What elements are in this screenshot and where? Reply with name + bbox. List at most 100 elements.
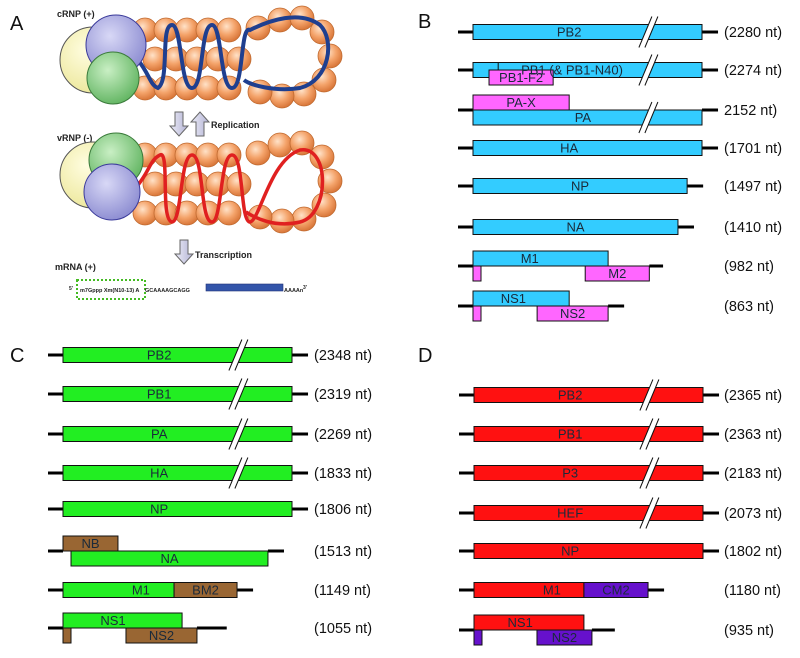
orf-label-m2: M2 — [608, 266, 626, 281]
orf-bar-hef — [473, 505, 704, 521]
replication-label: Replication — [211, 120, 260, 130]
np-bead — [184, 171, 210, 197]
segment-length-label: (2365 nt) — [724, 388, 782, 404]
orf-label-m1: M1 — [521, 251, 539, 266]
pa-subunit-icon — [86, 51, 140, 105]
np-bead — [184, 46, 210, 72]
orf-bar-pb1-f2 — [488, 69, 554, 86]
crnp-label: cRNP (+) — [57, 9, 95, 19]
orf-label-na: NA — [566, 220, 584, 235]
segment-na: NA(1410 nt) — [458, 219, 782, 236]
segment-length-label: (2348 nt) — [314, 348, 372, 364]
orf-label-pa: PA — [151, 427, 168, 442]
segment-length-label: (2363 nt) — [724, 427, 782, 443]
segment-length-label: (1701 nt) — [724, 141, 782, 157]
segment-pb2: PB2 (2365 nt) — [459, 379, 782, 411]
break-gap — [228, 378, 248, 410]
np-bead — [269, 208, 295, 234]
cap-box — [76, 279, 146, 300]
orf-bar-ns2 — [536, 305, 609, 322]
break-mark-icon — [639, 457, 654, 489]
segment-pa: PA(2269 nt) — [48, 418, 372, 450]
orf-label-bm2: BM2 — [192, 583, 219, 598]
orf-label-ns2: NS2 — [560, 306, 585, 321]
np-bead — [216, 17, 242, 43]
mrna-three-prime: 3' — [303, 285, 307, 291]
orf-bar-pb1 — [473, 426, 704, 442]
segment-length-label: (1802 nt) — [724, 544, 782, 560]
break-gap — [228, 339, 248, 371]
orf-label-np: NP — [150, 502, 168, 517]
segment-pb1: PB1 (2363 nt) — [459, 418, 782, 450]
orf-bar-nb — [62, 535, 119, 552]
break-gap — [638, 16, 658, 48]
orf-bar-ns1 — [473, 614, 585, 631]
segment-np: NP(1497 nt) — [458, 178, 782, 195]
mrna-coding-bar — [205, 283, 284, 292]
break-gap — [639, 497, 659, 529]
mrna-five-prime: 5' — [69, 286, 73, 292]
orf-label-pb1-f2: PB1-F2 — [499, 70, 543, 85]
orf-label-ns2: NS2 — [552, 630, 577, 645]
orf-bar-pb2 — [472, 24, 703, 40]
np-bead — [309, 19, 335, 45]
break-mark-icon — [639, 379, 654, 411]
spliced-exon-stub — [473, 629, 483, 646]
np-bead — [267, 132, 293, 158]
orf-bar-pa — [62, 426, 293, 442]
break-mark-icon — [638, 54, 653, 86]
orf-bar-na — [70, 550, 269, 567]
mrna-diagram: mRNA (+) 5' m7Gppp Xm(N10-13) A GCAAAAGC… — [55, 262, 307, 300]
break-gap — [639, 379, 659, 411]
segment-m: M2 M1 (982 nt) — [458, 250, 774, 282]
segment-length-label: (2280 nt) — [724, 25, 782, 41]
orf-label-nb: NB — [81, 536, 99, 551]
break-mark-icon — [645, 457, 660, 489]
break-mark-icon — [234, 378, 249, 410]
segment-length-label: (982 nt) — [724, 259, 774, 275]
break-mark-icon — [234, 418, 249, 450]
segment-ha: HA (1833 nt) — [48, 457, 372, 489]
segment-length-label: (2073 nt) — [724, 506, 782, 522]
orf-bar-ha — [62, 465, 293, 481]
spliced-exon-stub — [472, 265, 482, 282]
mrna-sequence: GCAAAAGCAGG — [145, 288, 190, 294]
orf-label-ha: HA — [150, 466, 168, 481]
replication-arrows: Replication — [168, 111, 260, 137]
break-mark-icon — [644, 54, 659, 86]
orf-bar-np — [473, 543, 704, 559]
orf-label-ns1: NS1 — [508, 615, 533, 630]
orf-label-pa: PA — [575, 110, 592, 125]
orf-bar-m1 — [472, 250, 609, 267]
orf-bar-ns2 — [125, 627, 198, 644]
break-gap — [639, 457, 659, 489]
orf-label-pb1: PB1 — [558, 427, 583, 442]
orf-label-pb1-pb1-n40-: PB1 (& PB1-N40) — [521, 63, 623, 78]
mrna-label: mRNA (+) — [55, 262, 96, 272]
vrnp-structure: vRNP (-) — [57, 130, 343, 234]
orf-label-m1: M1 — [543, 583, 561, 598]
segment-length-label: (1149 nt) — [314, 583, 371, 599]
np-bead — [245, 140, 271, 166]
segment-length-label: (1833 nt) — [314, 466, 372, 482]
segment-np: NP(1802 nt) — [459, 543, 782, 560]
orf-label-pa-x: PA-X — [506, 95, 536, 110]
orf-label-m1: M1 — [132, 583, 150, 598]
orf-label-pb2: PB2 — [558, 388, 583, 403]
orf-bar-cm2 — [583, 582, 649, 598]
panel-letter-c: C — [10, 345, 24, 367]
segment-m: BM2 M1 (1149 nt) — [48, 582, 371, 599]
orf-bar-ns1 — [62, 612, 183, 629]
orf-bar-ns1 — [472, 290, 570, 307]
arrow-down-icon — [168, 111, 190, 137]
segment-length-label: (2183 nt) — [724, 466, 782, 482]
orf-label-pb1: PB1 — [147, 387, 172, 402]
orf-label-ha: HA — [560, 141, 578, 156]
segment-ha: HA (1701 nt) — [458, 140, 782, 157]
panel-letter-b: B — [418, 11, 431, 33]
break-gap — [638, 102, 658, 133]
